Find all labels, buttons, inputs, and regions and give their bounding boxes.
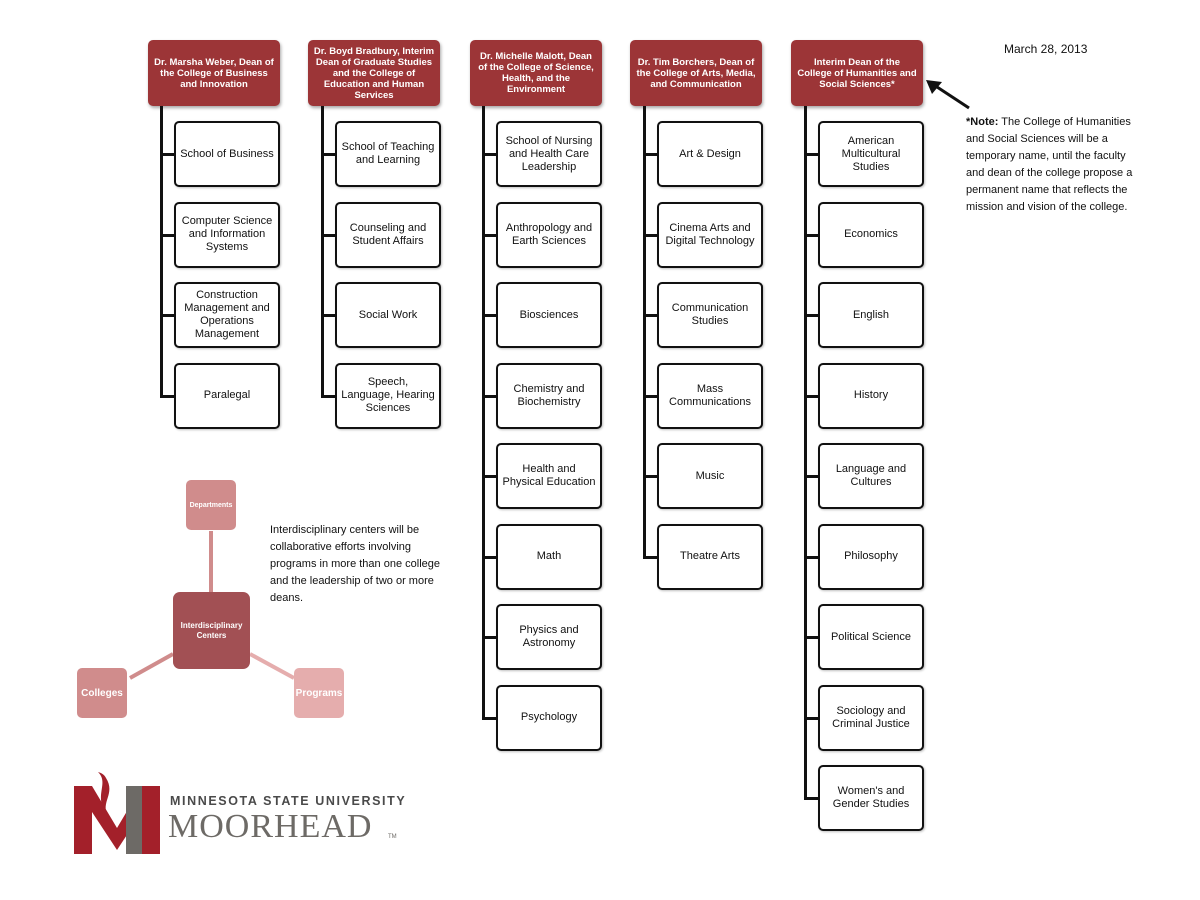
dean-box-3: Dr. Michelle Malott, Dean of the College…	[470, 40, 602, 106]
connector-line	[160, 233, 174, 237]
department-box: School of Nursing and Health Care Leader…	[496, 121, 602, 187]
logo-text-bottom: MOORHEAD	[168, 808, 373, 845]
department-box: Theatre Arts	[657, 523, 763, 590]
connector-line	[321, 314, 335, 317]
department-box: Paralegal	[174, 362, 280, 429]
dean-box-5: Interim Dean of the College of Humanitie…	[791, 40, 923, 106]
connector-line	[804, 153, 818, 156]
connector-line	[804, 636, 818, 639]
departments-box: Departments	[186, 480, 236, 530]
department-box: Physics and Astronomy	[496, 604, 602, 670]
programs-box: Programs	[294, 668, 344, 718]
connector-line	[804, 394, 818, 398]
connector-line	[321, 153, 335, 156]
department-box: Social Work	[335, 282, 441, 348]
department-box: School of Teaching and Learning	[335, 121, 441, 187]
dean-box-1: Dr. Marsha Weber, Dean of the College of…	[148, 40, 280, 106]
department-box: Math	[496, 523, 602, 590]
note-label: *Note:	[966, 116, 999, 128]
department-box: Cinema Arts and Digital Technology	[657, 201, 763, 268]
connector-line	[804, 475, 818, 478]
connector-line	[160, 153, 174, 156]
connector-line	[482, 716, 496, 720]
connector-line	[643, 555, 657, 559]
department-box: History	[818, 362, 924, 429]
date-label: March 28, 2013	[1004, 42, 1088, 56]
department-box: Speech, Language, Hearing Sciences	[335, 362, 441, 429]
interdisciplinary-centers-box: Interdisciplinary Centers	[173, 592, 250, 669]
department-box: Health and Physical Education	[496, 443, 602, 509]
connector-line	[160, 314, 174, 317]
department-box: Sociology and Criminal Justice	[818, 684, 924, 751]
column-line-4	[643, 106, 646, 559]
connector-colleges	[129, 652, 174, 680]
connector-line	[643, 475, 657, 478]
connector-programs	[249, 652, 295, 680]
connector-line	[804, 797, 818, 800]
department-box: Chemistry and Biochemistry	[496, 362, 602, 429]
column-line-1	[160, 106, 163, 398]
connector-line	[482, 475, 496, 478]
connector-line	[482, 233, 496, 237]
connector-line	[643, 153, 657, 156]
department-box: School of Business	[174, 121, 280, 187]
connector-line	[321, 394, 335, 398]
department-box: Mass Communications	[657, 362, 763, 429]
department-box: Political Science	[818, 604, 924, 670]
department-box: Communication Studies	[657, 282, 763, 348]
connector-line	[482, 555, 496, 559]
department-box: Psychology	[496, 684, 602, 751]
department-box: Art & Design	[657, 121, 763, 187]
arrow-icon	[926, 80, 970, 110]
connector-line	[804, 555, 818, 559]
department-box: Women's and Gender Studies	[818, 765, 924, 831]
connector-line	[482, 394, 496, 398]
connector-line	[804, 716, 818, 720]
dean-box-4: Dr. Tim Borchers, Dean of the College of…	[630, 40, 762, 106]
connector-line	[482, 153, 496, 156]
column-line-3	[482, 106, 485, 720]
dean-box-2: Dr. Boyd Bradbury, Interim Dean of Gradu…	[308, 40, 440, 106]
note-body: The College of Humanities and Social Sci…	[966, 116, 1133, 213]
connector-line	[321, 233, 335, 237]
department-box: Economics	[818, 201, 924, 268]
department-box: American Multicultural Studies	[818, 121, 924, 187]
note-text: *Note: The College of Humanities and Soc…	[966, 114, 1146, 216]
column-line-2	[321, 106, 324, 398]
connector-line	[643, 394, 657, 398]
connector-line	[643, 314, 657, 317]
logo-trademark: TM	[388, 834, 397, 840]
logo-text-top: MINNESOTA STATE UNIVERSITY	[170, 794, 407, 808]
department-box: Philosophy	[818, 523, 924, 590]
department-box: Music	[657, 443, 763, 509]
connector-line	[804, 314, 818, 317]
msum-logo-icon	[74, 772, 160, 854]
connector-line	[482, 314, 496, 317]
connector-line	[160, 394, 174, 398]
column-line-5	[804, 106, 807, 800]
colleges-box: Colleges	[77, 668, 127, 718]
connector-line	[643, 233, 657, 237]
department-box: Language and Cultures	[818, 443, 924, 509]
department-box: Anthropology and Earth Sciences	[496, 201, 602, 268]
connector-line	[804, 233, 818, 237]
department-box: English	[818, 282, 924, 348]
connector-line	[482, 636, 496, 639]
interdisciplinary-description: Interdisciplinary centers will be collab…	[270, 524, 440, 604]
department-box: Construction Management and Operations M…	[174, 282, 280, 348]
department-box: Counseling and Student Affairs	[335, 201, 441, 268]
department-box: Biosciences	[496, 282, 602, 348]
department-box: Computer Science and Information Systems	[174, 201, 280, 268]
